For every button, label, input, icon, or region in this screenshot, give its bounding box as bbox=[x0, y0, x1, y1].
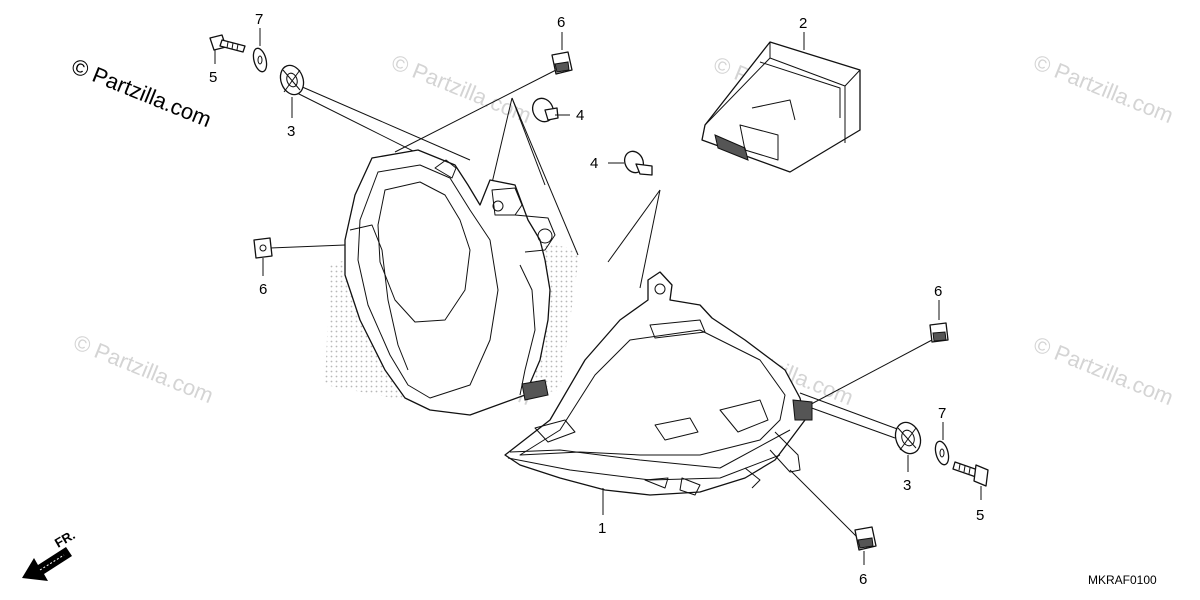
headlight-upper-view bbox=[344, 149, 556, 416]
callout-clip-right: 6 bbox=[934, 283, 942, 300]
front-arrow-label: FR. bbox=[52, 527, 78, 550]
front-direction-indicator: FR. bbox=[22, 527, 78, 581]
washer-left bbox=[252, 47, 268, 73]
clip-top bbox=[551, 51, 573, 75]
clip-left bbox=[253, 237, 273, 259]
collar-upper bbox=[531, 97, 559, 123]
watermark-tile: © Partzilla.com bbox=[1030, 331, 1177, 410]
clip-bottom bbox=[854, 526, 877, 551]
callout-headlight: 1 bbox=[598, 520, 606, 537]
callout-clip-bottom: 6 bbox=[859, 571, 867, 588]
callout-grommet-left: 3 bbox=[287, 123, 295, 140]
callout-collar-upper: 4 bbox=[576, 107, 584, 124]
diagram-code: MKRAF0100 bbox=[1088, 573, 1157, 587]
bolt-right bbox=[952, 461, 989, 487]
callout-washer-left: 7 bbox=[255, 11, 263, 28]
watermark-tile: © Partzilla.com bbox=[1030, 49, 1177, 128]
grommet-left bbox=[279, 64, 305, 96]
leader-lines bbox=[269, 69, 933, 539]
headlight-front-view bbox=[504, 271, 813, 496]
control-unit bbox=[701, 41, 861, 173]
brand-watermark: © Partzilla.com bbox=[68, 53, 215, 132]
collar-lower bbox=[623, 150, 653, 176]
callout-control-unit: 2 bbox=[799, 15, 807, 32]
watermark-tile: © Partzilla.com bbox=[388, 49, 535, 128]
callout-clip-left: 6 bbox=[259, 281, 267, 298]
callout-grommet-right: 3 bbox=[903, 477, 911, 494]
washer-right bbox=[934, 440, 950, 466]
callout-washer-right: 7 bbox=[938, 405, 946, 422]
callout-collar-lower: 4 bbox=[590, 155, 598, 172]
bolt-left bbox=[209, 34, 246, 53]
callout-bolt-left: 5 bbox=[209, 69, 217, 86]
watermark-tile: © Partzilla.com bbox=[70, 329, 217, 408]
front-arrow-icon bbox=[22, 547, 72, 581]
callout-clip-top: 6 bbox=[557, 14, 565, 31]
callout-labels: 1 2 3 3 4 4 5 5 6 6 6 6 7 7 bbox=[209, 11, 984, 588]
clip-right bbox=[929, 322, 949, 343]
callout-bolt-right: 5 bbox=[976, 507, 984, 524]
grommet-right bbox=[894, 421, 922, 455]
